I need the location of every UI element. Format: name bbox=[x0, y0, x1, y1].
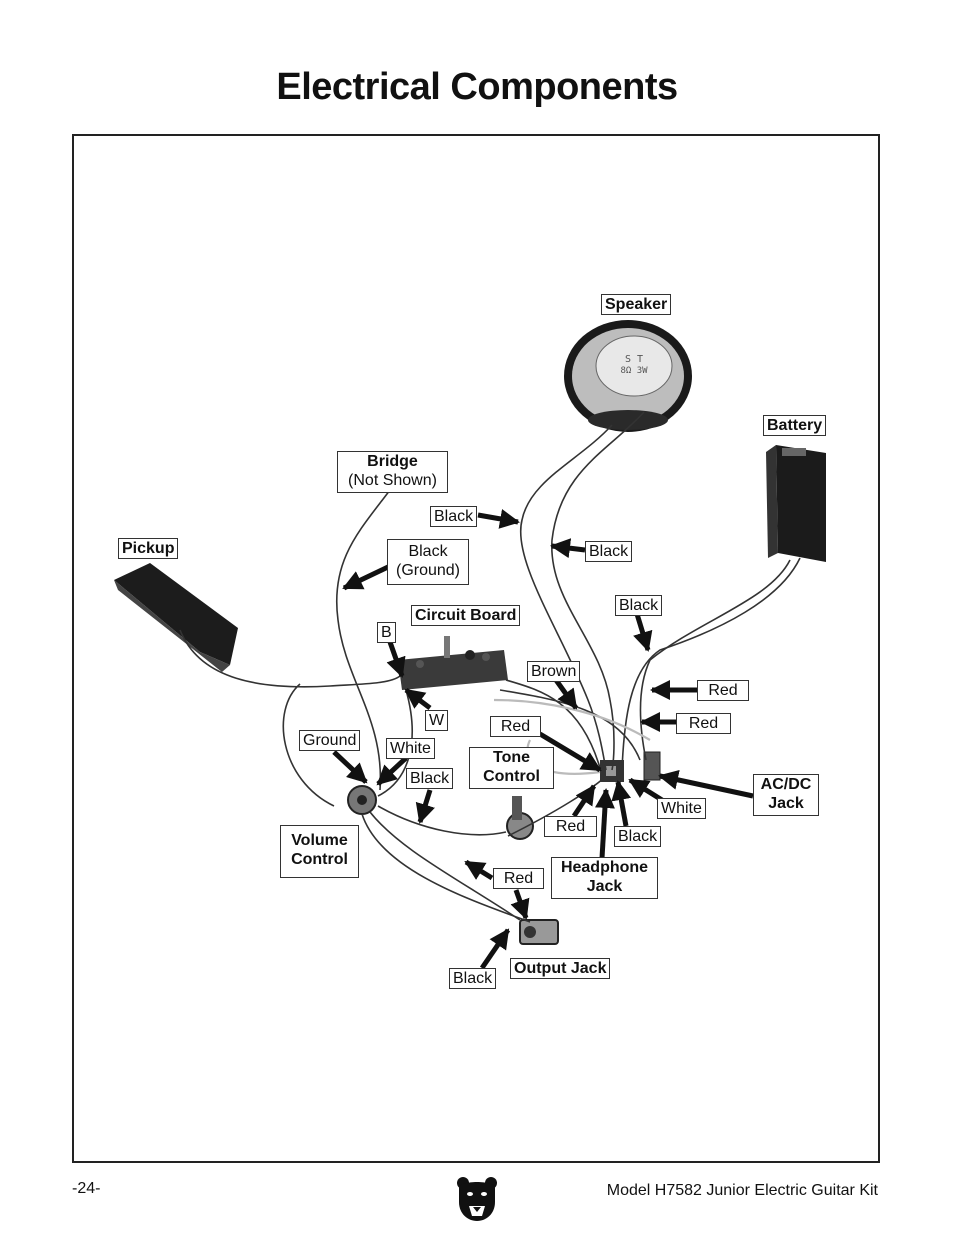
pickup-component bbox=[114, 563, 238, 672]
bear-head-logo-icon bbox=[457, 1177, 497, 1221]
label-acdc-2: Jack bbox=[768, 795, 804, 812]
label-white-1: White bbox=[386, 738, 435, 759]
label-black-ground-2: (Ground) bbox=[395, 562, 461, 579]
label-ground: Ground bbox=[299, 730, 361, 751]
label-black-6: Black bbox=[449, 968, 497, 989]
label-tone-control: Tone Control bbox=[469, 747, 554, 789]
label-black-ground: Black (Ground) bbox=[387, 539, 469, 585]
label-red-5: Red bbox=[493, 868, 544, 889]
speaker-component: S T 8Ω 3W bbox=[564, 320, 692, 432]
label-black-4: Black bbox=[406, 768, 454, 789]
label-black-1: Black bbox=[430, 506, 478, 527]
label-tone-1: Tone bbox=[492, 749, 531, 766]
label-black-5: Black bbox=[614, 826, 662, 847]
diagram-frame bbox=[72, 134, 880, 1163]
headphone-jack-component bbox=[600, 760, 624, 782]
page-number: -24- bbox=[72, 1180, 101, 1197]
label-bridge: Bridge (Not Shown) bbox=[337, 451, 448, 493]
volume-control-component bbox=[347, 785, 377, 815]
label-w: W bbox=[425, 710, 449, 731]
speaker-print-2: 8Ω 3W bbox=[620, 366, 648, 376]
label-output-jack: Output Jack bbox=[510, 958, 611, 979]
label-brown: Brown bbox=[527, 661, 581, 682]
output-jack-component bbox=[519, 919, 559, 945]
label-red-2: Red bbox=[676, 713, 731, 734]
label-bridge-title: Bridge bbox=[367, 453, 418, 470]
wires bbox=[179, 411, 801, 923]
label-black-2: Black bbox=[585, 541, 633, 562]
label-volume-1: Volume bbox=[291, 832, 348, 849]
label-battery: Battery bbox=[763, 415, 827, 436]
label-b: B bbox=[377, 622, 396, 643]
page-title: Electrical Components bbox=[276, 66, 678, 108]
label-acdc-1: AC/DC bbox=[760, 776, 812, 793]
callout-arrows bbox=[332, 509, 754, 970]
tone-control-component bbox=[506, 796, 534, 840]
label-headphone-1: Headphone bbox=[560, 859, 649, 876]
acdc-jack-component bbox=[643, 751, 661, 781]
label-red-4: Red bbox=[544, 816, 597, 837]
label-speaker: Speaker bbox=[601, 294, 672, 315]
battery-component bbox=[766, 445, 826, 562]
label-red-3: Red bbox=[490, 716, 541, 737]
speaker-print-1: S T bbox=[625, 354, 643, 365]
label-white-2: White bbox=[657, 798, 706, 819]
label-pickup: Pickup bbox=[118, 538, 179, 559]
label-headphone-jack: Headphone Jack bbox=[551, 857, 658, 899]
label-red-1: Red bbox=[697, 680, 749, 701]
label-volume-control: Volume Control bbox=[280, 825, 359, 878]
label-circuit-board: Circuit Board bbox=[411, 605, 521, 626]
label-bridge-note: (Not Shown) bbox=[348, 472, 437, 489]
label-black-ground-1: Black bbox=[408, 543, 448, 560]
circuit-board-component bbox=[398, 636, 508, 690]
label-tone-2: Control bbox=[483, 768, 540, 785]
model-name: Model H7582 Junior Electric Guitar Kit bbox=[606, 1182, 878, 1199]
label-black-3: Black bbox=[615, 595, 663, 616]
label-volume-2: Control bbox=[291, 851, 348, 868]
label-acdc-jack: AC/DC Jack bbox=[753, 774, 819, 816]
label-headphone-2: Jack bbox=[586, 878, 623, 895]
